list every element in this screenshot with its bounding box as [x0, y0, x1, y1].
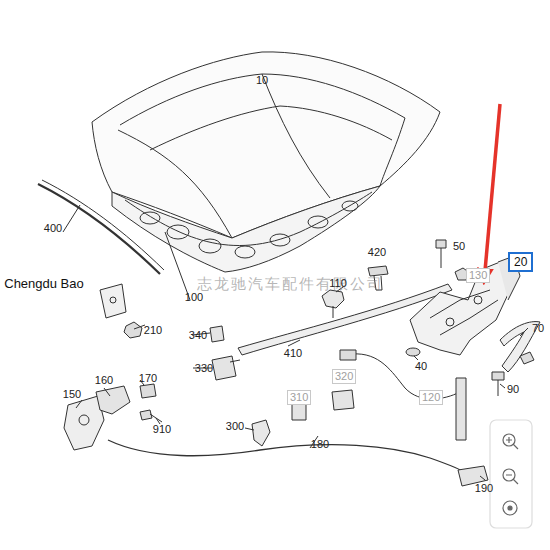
- callout-number: 160: [95, 375, 113, 386]
- callout-number: 120: [422, 392, 440, 403]
- callout-number: 10: [256, 75, 268, 86]
- callout-number: 210: [144, 325, 162, 336]
- highlighted-callout-box: 20: [508, 252, 533, 272]
- callout-number: 180: [311, 439, 329, 450]
- callout-number: 130: [469, 270, 487, 281]
- greyed-callout-box: 320: [332, 369, 356, 384]
- greyed-callout-box: 310: [287, 390, 311, 405]
- callout-number: 40: [415, 361, 427, 372]
- greyed-callout-box: 130: [466, 268, 490, 283]
- callout-number: 50: [453, 241, 465, 252]
- callout-number: 100: [185, 292, 203, 303]
- callout-number: 150: [63, 389, 81, 400]
- callout-number: 400: [44, 223, 62, 234]
- greyed-callout-box: 120: [419, 390, 443, 405]
- callout-number: 420: [368, 247, 386, 258]
- callout-number: 910: [153, 424, 171, 435]
- watermark-brand: Chengdu Bao: [4, 277, 84, 290]
- callout-number: 70: [532, 323, 544, 334]
- callout-number: 20: [514, 256, 527, 268]
- callout-number: 320: [335, 371, 353, 382]
- callout-number: 330: [195, 363, 213, 374]
- watermark: 志龙驰汽车配件有限公司: [197, 276, 384, 291]
- callout-number: 310: [290, 392, 308, 403]
- callout-number: 410: [284, 348, 302, 359]
- callout-number: 190: [475, 483, 493, 494]
- callout-number: 300: [226, 421, 244, 432]
- callout-number: 170: [139, 373, 157, 384]
- callout-number: 110: [329, 278, 347, 289]
- callout-number: 340: [189, 330, 207, 341]
- callout-number: 90: [507, 384, 519, 395]
